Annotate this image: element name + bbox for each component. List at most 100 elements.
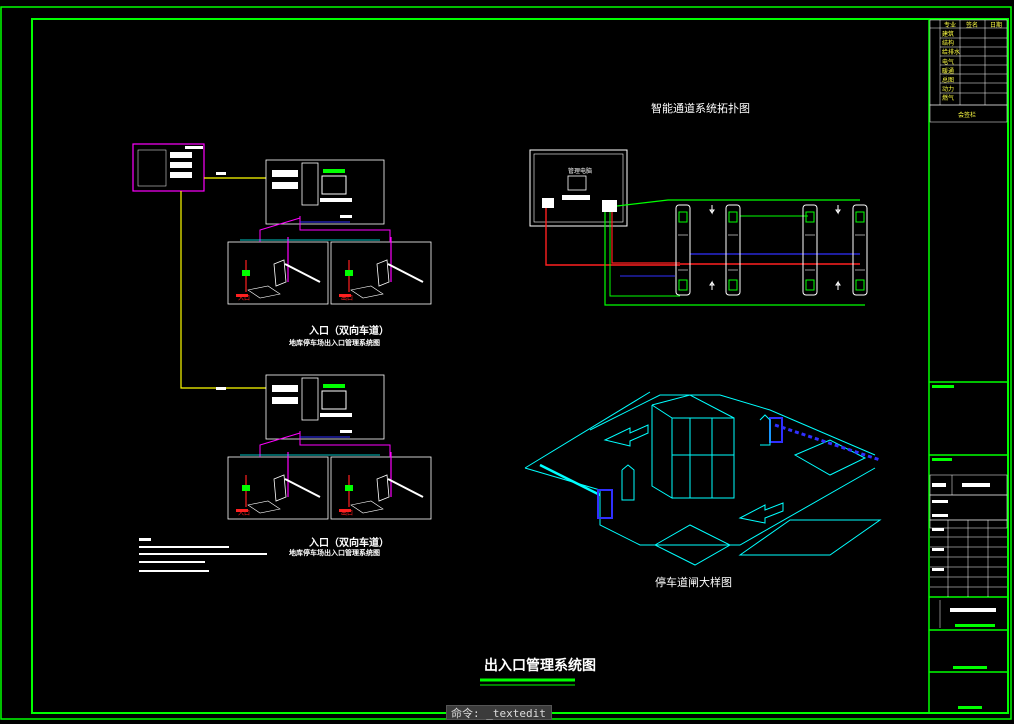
tb-discipline-7: 燃气 — [942, 95, 955, 103]
turnstile-sensor-2 — [805, 279, 815, 291]
command-value: _textedit — [486, 707, 546, 720]
ws-bus-magenta — [299, 431, 391, 457]
tb-discipline-4: 暖通 — [942, 67, 955, 75]
sheet-outer-border — [0, 6, 1012, 720]
lane-box-in — [227, 456, 329, 520]
ws-bus-magenta-2 — [259, 217, 301, 242]
tb-discipline-6: 动力 — [942, 86, 955, 94]
tb-header-date: 日期 — [990, 22, 1003, 29]
loop-detector — [247, 500, 281, 514]
ticket-dispenser — [345, 270, 353, 276]
turnstile-0 — [675, 204, 691, 296]
central-server-box[interactable] — [132, 143, 205, 192]
lane-label-out: 出口 — [341, 509, 353, 517]
pc-tower — [301, 377, 319, 421]
tb-header-signature: 签名 — [966, 22, 979, 29]
tb-discipline-5: 总图 — [942, 77, 955, 84]
entrance-sub-1: 地库停车场出入口管理系统图 — [289, 339, 380, 347]
ws-bus-magenta-2 — [259, 432, 301, 457]
turnstile-reader-1 — [728, 211, 738, 223]
lane-box-out — [330, 241, 432, 305]
network-links — [180, 177, 266, 389]
keyboard — [320, 413, 352, 417]
monitor-label — [323, 169, 345, 173]
command-line[interactable]: 命令: _textedit — [446, 705, 552, 720]
lane-tag — [236, 509, 248, 512]
topology-title: 智能通道系统拓扑图 — [651, 102, 750, 115]
loop-detector — [350, 285, 384, 299]
ticket-dispenser — [242, 485, 250, 491]
lane-box-in — [227, 241, 329, 305]
turnstile-reader-3 — [855, 211, 865, 223]
tb-discipline-1: 结构 — [942, 40, 955, 48]
barrier-cabinet — [273, 259, 287, 287]
gate-detail-drawing[interactable] — [524, 391, 882, 566]
turnstile-sensor-0 — [678, 279, 688, 291]
design-notes — [139, 538, 267, 572]
loop-detector — [247, 285, 281, 299]
entrance-label-2: 入口（双向车道） — [309, 538, 389, 549]
barrier-arm — [387, 478, 424, 498]
tb-discipline-3: 电气 — [942, 58, 955, 66]
lane-label-in: 入口 — [238, 295, 250, 302]
entrance-sub-2: 地库停车场出入口管理系统图 — [289, 549, 380, 557]
tb-header-discipline: 专业 — [944, 22, 957, 29]
lane-tag — [236, 294, 248, 297]
direction-arrow-0 — [709, 205, 715, 215]
command-prompt: 命令: — [451, 707, 480, 720]
loop-detector — [350, 500, 384, 514]
barrier-arm — [284, 478, 321, 498]
main-title: 出入口管理系统图 — [484, 658, 596, 674]
lane-tag — [339, 509, 351, 512]
lane-box-out — [330, 456, 432, 520]
turnstile-sensor-3 — [855, 279, 865, 291]
turnstile-3 — [852, 204, 868, 296]
card-reader — [272, 182, 298, 189]
sheet-inner-border — [31, 18, 1009, 714]
tb-side-label: 会签栏 — [958, 112, 977, 119]
turnstile-reader-2 — [805, 211, 815, 223]
printer — [272, 385, 298, 392]
barrier-cabinet — [273, 474, 287, 502]
barrier-arm — [387, 263, 424, 283]
turnstile-1 — [725, 204, 741, 296]
printer — [272, 170, 298, 177]
direction-arrow-1 — [709, 280, 715, 290]
workstation-frame — [265, 374, 385, 440]
pc-tower — [301, 162, 319, 206]
title-block-lower — [929, 381, 1008, 709]
barrier-cabinet — [376, 474, 390, 502]
card-reader — [272, 397, 298, 404]
gate-detail-title: 停车道闸大样图 — [655, 576, 732, 589]
monitor — [321, 390, 347, 410]
workstation-group-2[interactable]: 入口 出口 — [216, 374, 432, 520]
direction-arrow-3 — [835, 280, 841, 290]
barrier-cabinet — [376, 259, 390, 287]
topology-diagram[interactable] — [529, 149, 865, 306]
direction-arrow-2 — [835, 205, 841, 215]
ticket-dispenser — [242, 270, 250, 276]
monitor-label — [323, 384, 345, 388]
lane-label-out: 出口 — [341, 294, 353, 302]
turnstile-2 — [802, 204, 818, 296]
lane-tag — [339, 294, 351, 297]
turnstile-sensor-1 — [728, 279, 738, 291]
ws-tag — [340, 430, 352, 433]
ticket-dispenser — [345, 485, 353, 491]
link-tag — [216, 172, 226, 175]
keyboard — [320, 198, 352, 202]
workstation-group-1[interactable]: 入口 出口 — [216, 159, 432, 305]
main-title-underline — [480, 678, 575, 686]
tb-discipline-0: 建筑 — [942, 31, 955, 38]
entrance-label-1: 入口（双向车道） — [309, 326, 389, 337]
barrier-arm — [284, 263, 321, 283]
turnstile-row[interactable] — [675, 204, 868, 296]
lane-label-in: 入口 — [238, 510, 250, 517]
tb-discipline-2: 给排水 — [942, 49, 961, 57]
workstation-frame — [265, 159, 385, 225]
link-tag — [216, 387, 226, 390]
monitor — [321, 175, 347, 195]
title-block-signature-table — [929, 19, 1008, 123]
